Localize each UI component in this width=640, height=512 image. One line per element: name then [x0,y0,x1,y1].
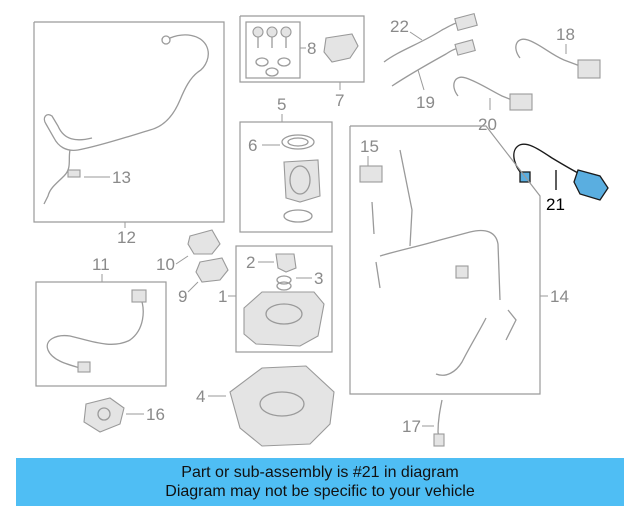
spring-3b [276,281,292,291]
leader-22 [409,31,423,41]
box-12 [33,21,225,223]
part-group-5: 5 6 [239,95,333,233]
fuel-tank [229,365,335,447]
highlighted-part-21: 21 [513,143,609,214]
sensor-19-wire [391,47,461,87]
part-group-17: 17 [402,399,445,447]
callout-4: 4 [196,387,205,406]
valve-16 [83,397,125,433]
callout-5: 5 [277,95,286,114]
sensor-18-wire [515,38,581,67]
sensor-21-plug [573,169,609,201]
line-connector-12 [161,35,171,45]
callout-3: 3 [314,269,323,288]
callout-13: 13 [112,168,131,187]
fuel-line-12 [43,34,209,152]
banner-disclaimer: Diagram may not be specific to your vehi… [165,483,475,500]
part-group-14: 15 14 [349,125,569,395]
washer-b [277,57,291,67]
sensor-22-plug [454,12,478,32]
lock-ring-6 [281,134,315,150]
sensor-11-tip [77,361,91,373]
tank-cover [243,291,325,347]
part-group-1: 2 3 1 [218,245,333,353]
sensor-20-plug [509,93,533,111]
part-group-7: 8 7 [239,15,365,110]
callout-21: 21 [546,195,565,214]
callout-15: 15 [360,137,379,156]
callout-14: 14 [550,287,569,306]
callout-16: 16 [146,405,165,424]
box-5 [239,121,333,233]
valve-8 [323,33,359,63]
bracket-15 [359,165,383,183]
fuel-line-12-lower [43,149,71,205]
callout-20: 20 [478,115,497,134]
sensor-17-tip [433,433,445,447]
leader-19 [417,69,425,91]
lock-ring-6-inner [287,137,309,147]
spring-3 [276,275,292,285]
sensor-19-plug [454,39,476,56]
bolt-b [266,26,278,38]
evap-hose-b [399,149,413,247]
leader-10 [175,255,189,265]
valve-16-port [97,407,111,421]
leader-9 [187,281,199,293]
sensor-10 [187,229,221,255]
box-11 [35,281,167,387]
callout-19: 19 [416,93,435,112]
part-group-sensors-right: 18 20 [453,25,601,134]
part-info-banner: Part or sub-assembly is #21 in diagram D… [16,458,624,506]
callout-2: 2 [246,253,255,272]
sensor-11-plug [131,289,147,303]
part-group-12: 13 12 [33,21,225,247]
bolt-c [280,26,292,38]
fuel-tank-sump [259,391,305,417]
sensor-9 [195,257,229,283]
evap-hose-c [371,201,381,289]
callout-8: 8 [307,39,316,58]
sensor-21-wire [513,143,581,179]
part-group-sensors-upper: 22 19 [383,12,478,112]
box-7 [239,15,365,83]
pump-seal [283,209,313,223]
part-group-11: 11 [35,255,167,387]
sensor-11-wire [46,295,144,369]
callout-7: 7 [335,91,344,110]
evap-hose-a [379,229,501,301]
sensor-20-wire [453,76,513,101]
callout-10: 10 [156,255,175,274]
part-group-4: 4 [196,365,335,447]
callout-17: 17 [402,417,421,436]
evap-hose-e [505,309,517,341]
callout-12: 12 [117,228,136,247]
banner-part-reference: Part or sub-assembly is #21 in diagram [181,464,459,481]
callout-18: 18 [556,25,575,44]
part-group-16: 16 [83,397,165,433]
evap-hose-d [435,317,487,376]
box-14 [349,125,541,395]
cap-2 [275,253,297,273]
sensor-17 [437,399,443,445]
sensor-18-plug [577,59,601,79]
washer-a [255,57,269,67]
callout-22: 22 [390,17,409,36]
callout-6: 6 [248,136,257,155]
clip-13 [67,169,81,178]
box-8 [245,21,301,79]
callout-9: 9 [178,287,187,306]
evap-clip [455,265,469,279]
box-1 [235,245,333,353]
washer-c [265,67,279,77]
callout-1: 1 [218,287,227,306]
pump-filter [289,165,311,195]
bolt-a [252,26,264,38]
tank-cover-opening [265,303,303,325]
part-group-9-10: 10 9 [156,229,229,306]
callout-11: 11 [92,255,110,274]
